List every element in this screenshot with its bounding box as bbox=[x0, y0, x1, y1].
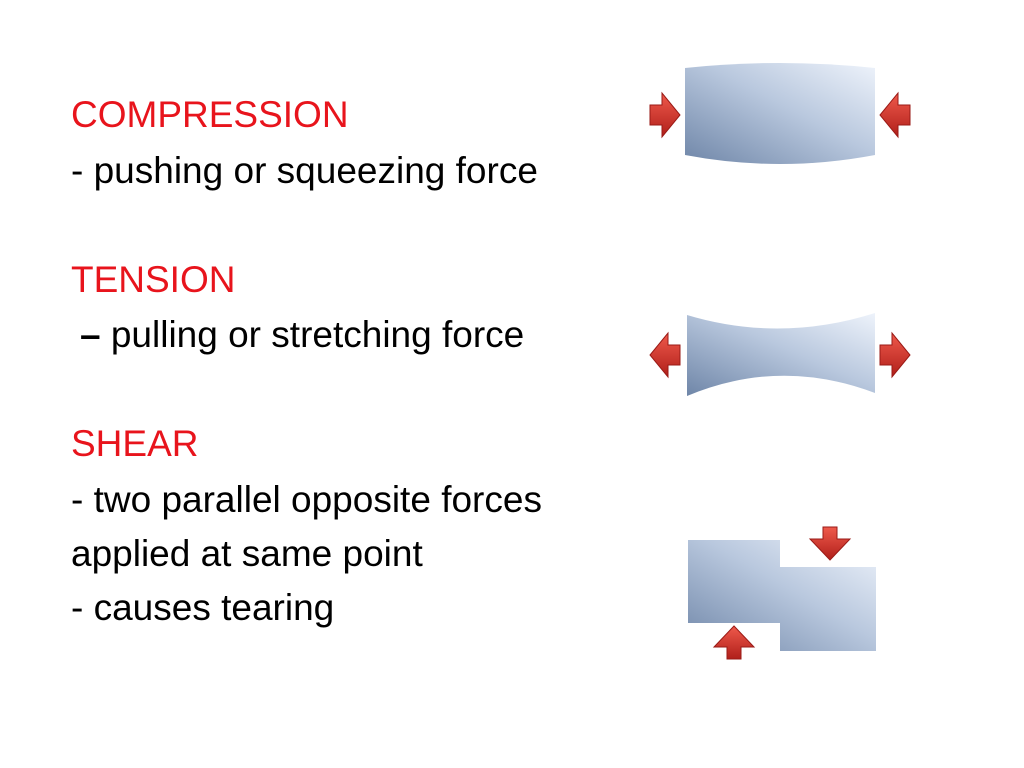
shear-block bbox=[688, 540, 876, 651]
compression-block bbox=[685, 63, 875, 164]
shear-description-3: - causes tearing bbox=[71, 587, 335, 628]
compression-illustration bbox=[649, 63, 911, 164]
tension-illustration bbox=[649, 313, 911, 396]
shear-description-1: - two parallel opposite forces bbox=[71, 479, 542, 520]
tension-heading: TENSION bbox=[71, 259, 236, 300]
tension-description-line: – pulling or stretching force bbox=[80, 314, 524, 356]
shear-heading: SHEAR bbox=[71, 423, 199, 464]
left-inward-arrow-icon bbox=[649, 91, 681, 139]
compression-description: - pushing or squeezing force bbox=[71, 150, 538, 191]
upward-arrow-icon bbox=[712, 625, 756, 660]
shear-description-2: applied at same point bbox=[71, 533, 423, 574]
downward-arrow-icon bbox=[808, 526, 852, 561]
tension-dash: – bbox=[80, 314, 101, 355]
compression-heading: COMPRESSION bbox=[71, 94, 349, 135]
shear-illustration bbox=[688, 526, 876, 660]
right-inward-arrow-icon bbox=[879, 91, 911, 139]
tension-block bbox=[687, 313, 875, 396]
tension-description: pulling or stretching force bbox=[100, 314, 525, 355]
right-outward-arrow-icon bbox=[879, 331, 911, 379]
left-outward-arrow-icon bbox=[649, 331, 681, 379]
